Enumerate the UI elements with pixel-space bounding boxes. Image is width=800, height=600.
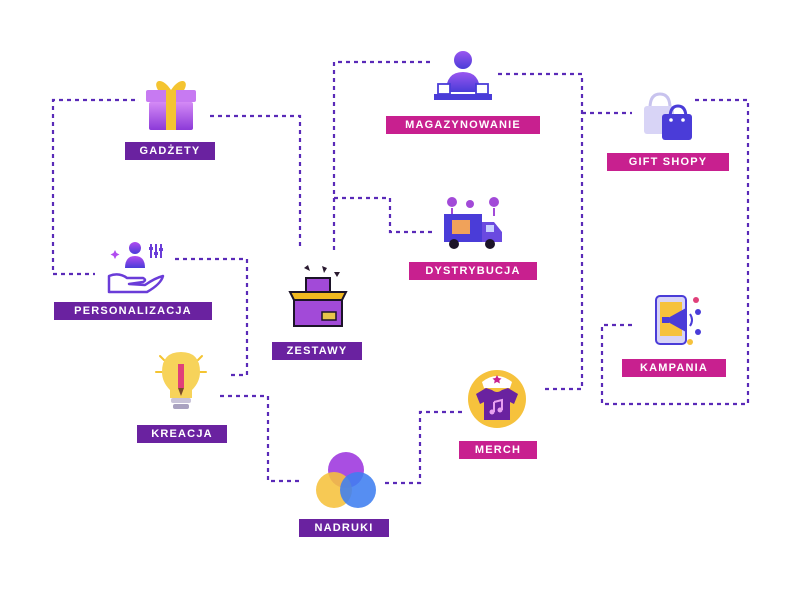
label-zestawy: ZESTAWY [272, 342, 362, 360]
connector-gadzety-zestawy [210, 114, 302, 250]
tshirt-cap-icon [468, 370, 526, 428]
label-gift-shopy: GIFT SHOPY [607, 153, 729, 171]
connector-giftshopy-kampania [600, 98, 750, 406]
connector-nadruki-merch [385, 410, 462, 485]
gift-box-icon [146, 80, 196, 130]
hand-person-icon [107, 242, 165, 294]
connector-zestawy-magazynowanie [332, 60, 430, 250]
warehouse-worker-icon [434, 51, 492, 100]
shopping-bags-icon [644, 92, 692, 140]
color-circles-icon [316, 452, 376, 508]
label-dystrybucja: DYSTRYBUCJA [409, 262, 537, 280]
delivery-truck-icon [444, 197, 502, 249]
label-kampania: KAMPANIA [622, 359, 726, 377]
connector-magazynowanie-merch [498, 72, 584, 391]
connector-zestawy-dystrybucja [334, 196, 435, 234]
label-kreacja: KREACJA [137, 425, 227, 443]
connector-kreacja-nadruki [220, 394, 300, 483]
phone-megaphone-icon [655, 295, 701, 345]
open-box-icon [288, 265, 348, 327]
connector-gadzety-personalizacja [51, 98, 135, 276]
label-magazynowanie: MAGAZYNOWANIE [386, 116, 540, 134]
label-personalizacja: PERSONALIZACJA [54, 302, 212, 320]
lightbulb-pencil-icon [155, 352, 207, 409]
label-nadruki: NADRUKI [299, 519, 389, 537]
label-merch: MERCH [459, 441, 537, 459]
label-gadzety: GADŻETY [125, 142, 215, 160]
connector-personalizacja-kreacja [175, 257, 249, 377]
